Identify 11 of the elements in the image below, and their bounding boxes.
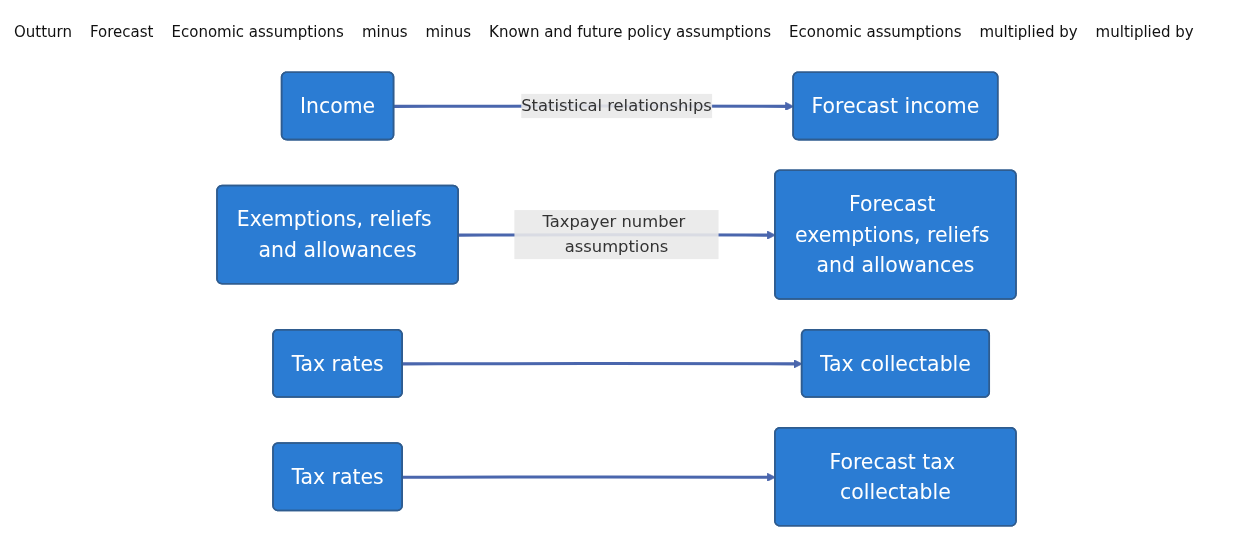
text-label: multiplied by bbox=[979, 23, 1078, 41]
text-label: Forecast bbox=[90, 23, 154, 41]
text-label: minus bbox=[361, 23, 408, 41]
text-label: multiplied by bbox=[1095, 23, 1194, 41]
edge-label: Statistical relationships bbox=[521, 95, 712, 116]
text-label: Outturn bbox=[14, 23, 72, 41]
text-label: minus bbox=[425, 23, 472, 41]
text-label: Economic assumptions bbox=[171, 23, 344, 41]
text-label: Known and future policy assumptions bbox=[489, 23, 772, 41]
edge-label: Taxpayer number assumptions bbox=[542, 212, 686, 257]
text-label: Economic assumptions bbox=[789, 23, 962, 41]
